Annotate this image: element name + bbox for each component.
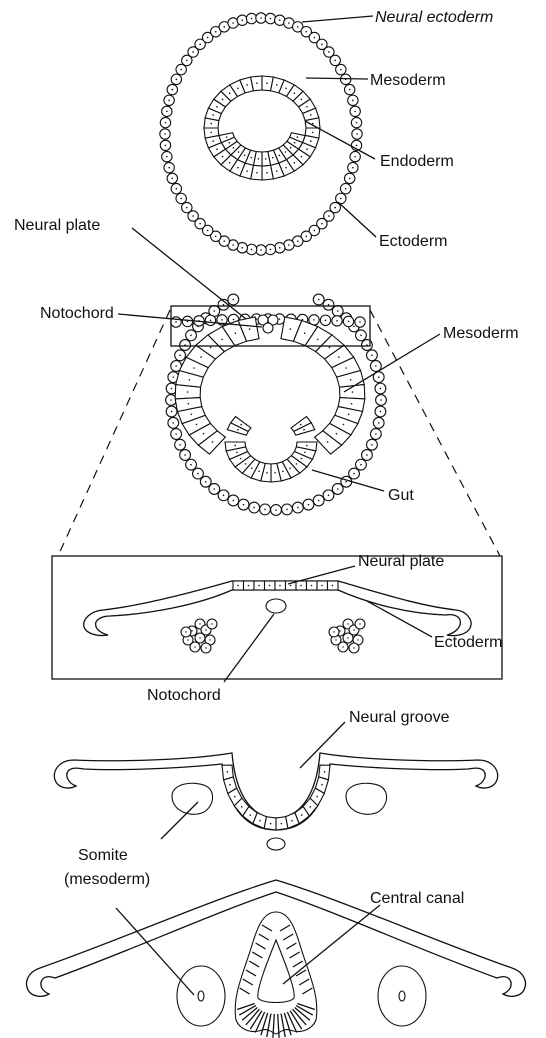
- notochord: [266, 599, 286, 613]
- label-endoderm: Endoderm: [380, 153, 454, 170]
- somite-left-cavity: [198, 991, 204, 1001]
- mesoderm-horseshoe: [175, 317, 365, 454]
- label-neural-ectoderm: Neural ectoderm: [375, 9, 493, 26]
- zoom-line-right: [370, 310, 500, 556]
- gut-cells: [225, 417, 317, 482]
- stage4-neural-groove: [54, 753, 497, 850]
- mesoderm-endoderm-layer: [204, 76, 320, 180]
- somite-cells-right: [329, 619, 365, 653]
- notochord-leader-3: [224, 614, 274, 682]
- mesoderm-leader-top: [306, 78, 368, 79]
- mesoderm-leader-2: [344, 334, 440, 392]
- label-mesoderm-top: Mesoderm: [370, 72, 446, 89]
- stage3-enlarged: [52, 556, 502, 679]
- neural-groove-cells: [222, 765, 330, 830]
- label-neural-plate-2: Neural plate: [358, 553, 444, 570]
- ectoderm-leader-top: [338, 202, 376, 237]
- label-somite: Somite: [78, 847, 128, 864]
- enlarged-box: [52, 556, 502, 679]
- label-neural-plate-1: Neural plate: [14, 217, 100, 234]
- label-ectoderm-top: Ectoderm: [379, 233, 447, 250]
- stage1-gastrula: [160, 13, 362, 255]
- notochord-stage4: [267, 838, 285, 850]
- gut-leader: [312, 470, 384, 491]
- somite-right-cavity: [399, 991, 405, 1001]
- label-notochord-1: Notochord: [40, 305, 114, 322]
- label-ectoderm-3: Ectoderm: [434, 634, 502, 651]
- label-somite-mesoderm: (mesoderm): [64, 871, 150, 888]
- somite-cells-left: [181, 619, 217, 653]
- ectoderm-cell-ring: [160, 13, 362, 255]
- label-neural-groove: Neural groove: [349, 709, 450, 726]
- label-notochord-3: Notochord: [147, 687, 221, 704]
- zoom-line-left: [58, 310, 170, 556]
- somite-left-stage4: [172, 783, 213, 814]
- notochord-cells: [258, 315, 278, 333]
- neural-plate-cells: [233, 581, 338, 590]
- label-mesoderm-2: Mesoderm: [443, 325, 519, 342]
- label-gut: Gut: [388, 487, 414, 504]
- somite-right-stage4: [346, 783, 387, 814]
- neural-ectoderm-leader: [302, 16, 373, 22]
- label-central-canal: Central canal: [370, 890, 464, 907]
